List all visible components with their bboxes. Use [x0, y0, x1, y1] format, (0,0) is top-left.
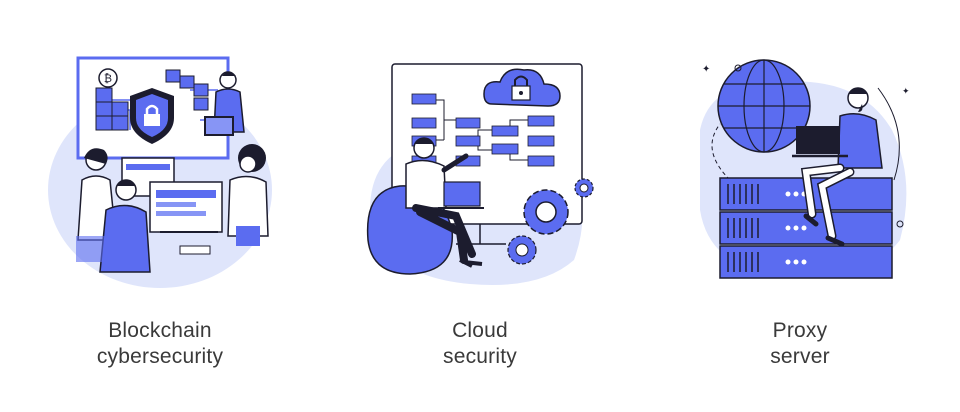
- caption-line: server: [770, 345, 830, 368]
- globe-icon: [717, 59, 811, 153]
- bitcoin-icon: ₿: [104, 72, 112, 85]
- caption-proxy-server: Proxy server: [640, 318, 960, 370]
- sparkle-icon: ✦: [902, 87, 910, 97]
- caption-line: cybersecurity: [96, 345, 224, 368]
- cloud-security-illustration: [366, 63, 594, 285]
- gear-icon: [507, 235, 537, 265]
- caption-cloud-security: Cloud security: [320, 318, 640, 370]
- gear-icon: [523, 189, 569, 235]
- gear-icon: [574, 178, 594, 198]
- lock-icon: [519, 91, 523, 95]
- blockchain-cybersecurity-illustration: ₿: [48, 56, 272, 288]
- caption-line: Proxy: [772, 319, 828, 342]
- panel-blockchain-cybersecurity: ₿ Blockchain: [0, 0, 320, 412]
- sparkle-icon: ✦: [702, 64, 710, 75]
- server-rack-icon: [719, 177, 893, 279]
- panel-proxy-server: ✦ ✦: [640, 0, 960, 412]
- caption-line: security: [443, 345, 517, 368]
- panel-cloud-security: Cloud security: [320, 0, 640, 412]
- proxy-server-illustration: ✦ ✦: [700, 59, 910, 279]
- caption-blockchain-cybersecurity: Blockchain cybersecurity: [0, 318, 320, 370]
- caption-line: Blockchain: [108, 319, 212, 342]
- caption-line: Cloud: [452, 319, 508, 342]
